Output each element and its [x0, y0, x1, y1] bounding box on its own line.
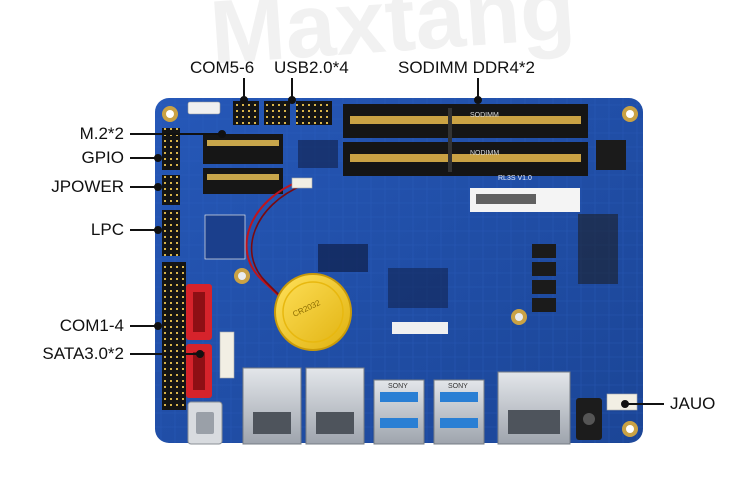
io-ports	[187, 367, 638, 445]
label-jpower: JPOWER	[51, 177, 124, 196]
board-slot-b: NODIMM	[470, 150, 500, 157]
label-m2: M.2*2	[79, 124, 124, 143]
label-usb20: USB2.0*4	[274, 58, 349, 77]
board-model: RL3S V1.0	[498, 175, 532, 182]
sata-connectors	[186, 284, 235, 398]
top-headers	[187, 101, 332, 125]
board-slot-a: SODIMM	[470, 112, 499, 119]
label-sodimm: SODIMM DDR4*2	[398, 58, 535, 77]
callout-lines	[130, 78, 664, 408]
cmos-battery	[274, 273, 352, 351]
label-sata: SATA3.0*2	[42, 344, 124, 363]
label-lpc: LPC	[90, 220, 124, 239]
mounting-holes	[162, 106, 638, 437]
left-headers	[162, 128, 186, 410]
header-small	[291, 177, 313, 189]
label-jauo: JAUO	[670, 394, 716, 413]
label-com5-6: COM5-6	[190, 58, 255, 77]
chips	[204, 140, 626, 334]
m2-slots	[203, 134, 283, 194]
usb-mark-1: SONY	[388, 383, 408, 390]
sodimm-slots	[343, 104, 588, 176]
usb-mark-2: SONY	[448, 383, 468, 390]
label-gpio: GPIO	[81, 148, 124, 167]
label-com1-4: COM1-4	[59, 316, 124, 335]
